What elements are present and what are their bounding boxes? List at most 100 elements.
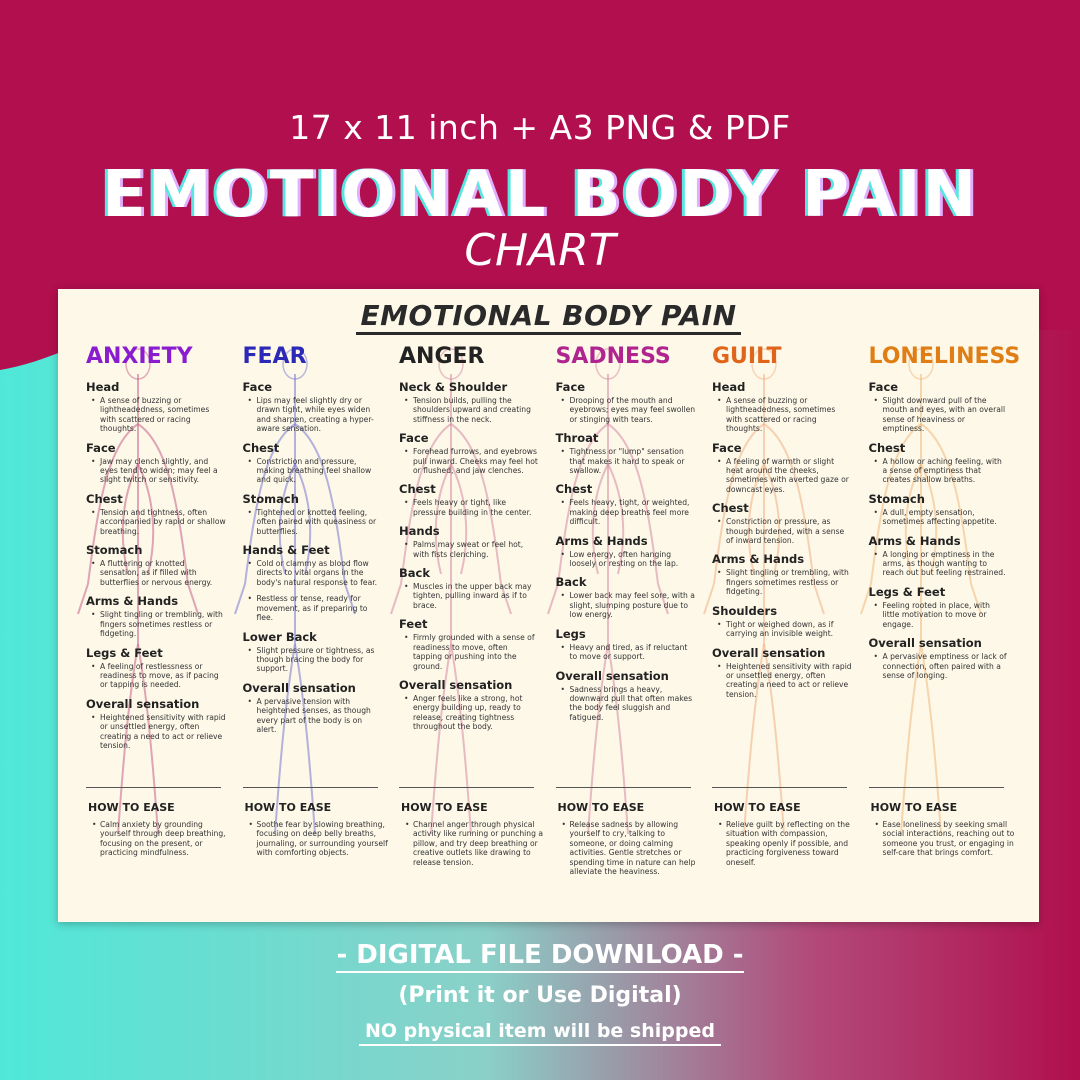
body-part-description: Forehead furrows, and eyebrows pull inwa… (399, 447, 539, 475)
body-section: Overall sensationA pervasive emptiness o… (869, 636, 1009, 680)
body-section: Restless or tense, ready for movement, a… (243, 594, 383, 622)
body-part-description: Feels heavy, tight, or weighted, making … (556, 498, 696, 526)
body-part-label: Hands & Feet (242, 543, 330, 558)
main-title: EMOTIONAL BODY PAIN (101, 158, 979, 232)
body-section: StomachA dull, empty sensation, sometime… (869, 492, 1009, 527)
body-part-description: Sadness brings a heavy, downward pull th… (556, 685, 696, 723)
size-format-line: 17 x 11 inch + A3 PNG & PDF (289, 108, 791, 147)
body-part-label: Arms & Hands (86, 594, 179, 609)
body-part-description: Restless or tense, ready for movement, a… (243, 594, 383, 622)
body-part-description: Feels heavy or tight, like pressure buil… (399, 498, 539, 517)
body-section: Lower BackSlight pressure or tightness, … (243, 630, 383, 674)
body-part-description: Jaw may clench slightly, and eyes tend t… (86, 457, 226, 485)
body-section: LegsHeavy and tired, as if reluctant to … (556, 627, 696, 662)
body-part-description: Drooping of the mouth and eyebrows; eyes… (556, 396, 696, 424)
body-part-description: A sense of buzzing or lightheadedness, s… (86, 396, 226, 434)
body-part-label: Overall sensation (868, 636, 982, 651)
emotion-heading: LONELINESS (868, 344, 1021, 369)
body-part-description: Tightness or "lump" sensation that makes… (556, 447, 696, 475)
body-section: Chest A hollow or aching feeling, with a … (869, 441, 1009, 485)
body-part-label: Chest (868, 440, 906, 455)
body-part-label: Legs (555, 626, 586, 641)
column-anger: ANGER Neck & ShoulderTension builds, pull… (371, 344, 543, 919)
body-part-description: A sense of buzzing or lightheadedness, s… (712, 396, 852, 434)
body-sections: FaceSlight downward pull of the mouth an… (869, 380, 1009, 687)
print-notice: (Print it or Use Digital) (398, 983, 682, 1008)
body-part-label: Neck & Shoulder (399, 380, 508, 394)
body-part-label: Chest (86, 491, 123, 506)
body-section: ChestConstriction and pressure, making b… (243, 441, 383, 485)
body-part-label: Overall sensation (86, 696, 200, 711)
body-section: Overall sensationA pervasive tension wit… (243, 681, 383, 735)
how-to-ease-text: Calm anxiety by grounding yourself throu… (88, 820, 235, 858)
how-to-ease-text: Release sadness by allowing yourself to … (558, 820, 705, 876)
body-section: FaceJaw may clench slightly, and eyes te… (86, 441, 226, 485)
section-divider (86, 787, 221, 788)
body-part-label: Stomach (242, 491, 299, 506)
body-part-label: Overall sensation (242, 680, 356, 695)
body-part-label: Stomach (86, 543, 143, 558)
body-part-label: Arms & Hands (868, 533, 961, 548)
body-part-description: Low energy, often hanging loosely or res… (556, 550, 696, 569)
body-section: Legs & FeetFeeling rooted in place, with… (869, 585, 1009, 629)
body-part-label: Overall sensation (712, 645, 826, 660)
body-section: Face A feeling of warmth or slight heat a… (712, 441, 852, 495)
body-part-description: Palms may sweat or feel hot, with fists … (399, 540, 539, 559)
body-section: Neck & ShoulderTension builds, pulling t… (399, 380, 539, 424)
body-part-label: Hands (399, 524, 440, 539)
body-part-label: Face (868, 380, 899, 394)
how-to-ease-label: HOW TO EASE (557, 801, 645, 814)
emotion-columns: ANXIETY HeadA sense of buzzing or lighthe… (58, 344, 1039, 919)
column-anxiety: ANXIETYHeadA sense of buzzing or lighthe… (58, 344, 226, 919)
body-part-description: Heavy and tired, as if reluctant to move… (556, 643, 696, 662)
how-to-ease-text: Soothe fear by slowing breathing, focusi… (245, 820, 392, 858)
body-part-label: Throat (555, 431, 599, 446)
how-to-ease-label: HOW TO EASE (244, 801, 332, 814)
body-sections: FaceDrooping of the mouth and eyebrows; … (556, 380, 696, 729)
body-section: HeadA sense of buzzing or lightheadednes… (712, 380, 852, 434)
body-section: ShouldersTight or weighed down, as if ca… (712, 604, 852, 639)
body-section: FaceDrooping of the mouth and eyebrows; … (556, 380, 696, 424)
body-part-label: Legs & Feet (868, 584, 946, 599)
body-part-description: A longing or emptiness in the arms, as t… (869, 550, 1009, 578)
body-part-label: Back (555, 575, 587, 590)
body-part-description: Muscles in the upper back may tighten, p… (399, 582, 539, 610)
body-part-label: Face (399, 431, 429, 446)
how-to-ease-text: Channel anger through physical activity … (401, 820, 548, 867)
body-part-description: Cold or clammy as blood flow directs to … (243, 559, 383, 587)
body-section: StomachA fluttering or knotted sensation… (86, 543, 226, 587)
section-divider (242, 787, 378, 788)
body-part-label: Overall sensation (555, 668, 669, 683)
body-part-description: Firmly grounded with a sense of readines… (399, 633, 539, 671)
emotion-heading: SADNESS (555, 344, 671, 369)
body-section: ThroatTightness or "lump" sensation that… (556, 431, 696, 475)
column-fear: FEARFaceLips may feel slightly dry or dr… (215, 344, 388, 919)
emotion-heading: ANXIETY (86, 344, 193, 369)
body-part-description: Slight downward pull of the mouth and ey… (869, 396, 1009, 434)
body-part-description: Constriction or pressure, as though burd… (712, 517, 852, 545)
section-divider (399, 787, 534, 788)
how-to-ease-text: Ease loneliness by seeking small social … (871, 820, 1018, 858)
body-part-label: Face (86, 440, 116, 455)
body-part-description: Anger feels like a strong, hot energy bu… (399, 694, 539, 732)
body-section: Hands & FeetCold or clammy as blood flow… (243, 543, 383, 587)
body-section: ChestFeels heavy, tight, or weighted, ma… (556, 482, 696, 526)
body-part-description: A hollow or aching feeling, with a sense… (869, 457, 1009, 485)
body-part-description: Constriction and pressure, making breath… (243, 457, 383, 485)
body-section: BackLower back may feel sore, with a sli… (556, 575, 696, 619)
body-part-description: Lower back may feel sore, with a slight,… (556, 591, 696, 619)
body-part-description: A feeling of warmth or slight heat aroun… (712, 457, 852, 495)
body-part-label: Chest (555, 482, 593, 497)
body-section: StomachTightened or knotted feeling, oft… (243, 492, 383, 536)
body-section: Legs & FeetA feeling of restlessness or … (86, 646, 226, 690)
body-part-description: Tension and tightness, often accompanied… (86, 508, 226, 536)
body-part-label: Face (712, 440, 742, 455)
body-section: Arms & HandsSlight tingling or trembling… (712, 552, 852, 596)
how-to-ease-text: Relieve guilt by reflecting on the situa… (714, 820, 861, 867)
body-section: BackMuscles in the upper back may tighte… (399, 566, 539, 610)
body-part-description: Tightened or knotted feeling, often pair… (243, 508, 383, 536)
body-part-label: Chest (712, 501, 749, 516)
body-part-label: Back (399, 566, 430, 581)
emotion-heading: ANGER (399, 344, 485, 369)
body-section: FeetFirmly grounded with a sense of read… (399, 617, 539, 671)
